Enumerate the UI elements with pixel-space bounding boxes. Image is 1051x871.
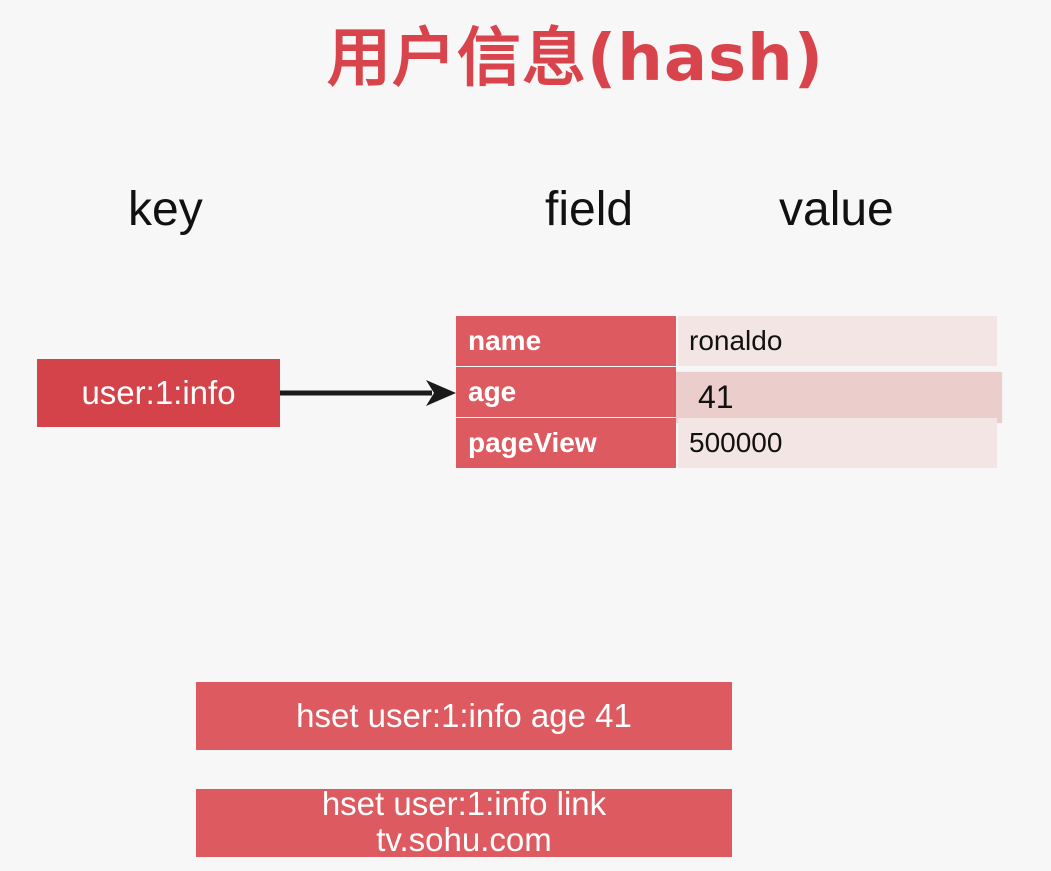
field-cell: name (456, 316, 676, 366)
value-cell: 41 (676, 372, 1002, 423)
value-cell: ronaldo (678, 316, 997, 366)
hash-row-pageview: pageView 500000 (456, 418, 999, 468)
field-cell: age (456, 367, 676, 417)
command-line-2: tv.sohu.com (376, 821, 552, 858)
command-hset-age: hset user:1:info age 41 (196, 682, 732, 750)
field-cell: pageView (456, 418, 676, 468)
value-cell: 500000 (678, 418, 997, 468)
value-header: value (779, 183, 894, 236)
command-line-1: hset user:1:info link (321, 789, 607, 822)
slide-title: 用户信息(hash) (327, 22, 824, 96)
command-hset-link: hset user:1:info link tv.sohu.com (196, 789, 732, 857)
hash-row-name: name ronaldo (456, 316, 999, 366)
right-arrow-icon (280, 380, 456, 406)
key-box: user:1:info (37, 359, 280, 427)
hash-table: name ronaldo age 41 pageView 500000 (456, 316, 1002, 469)
field-header: field (545, 183, 634, 236)
hash-row-age: age 41 (456, 367, 1002, 423)
key-header: key (128, 183, 203, 236)
